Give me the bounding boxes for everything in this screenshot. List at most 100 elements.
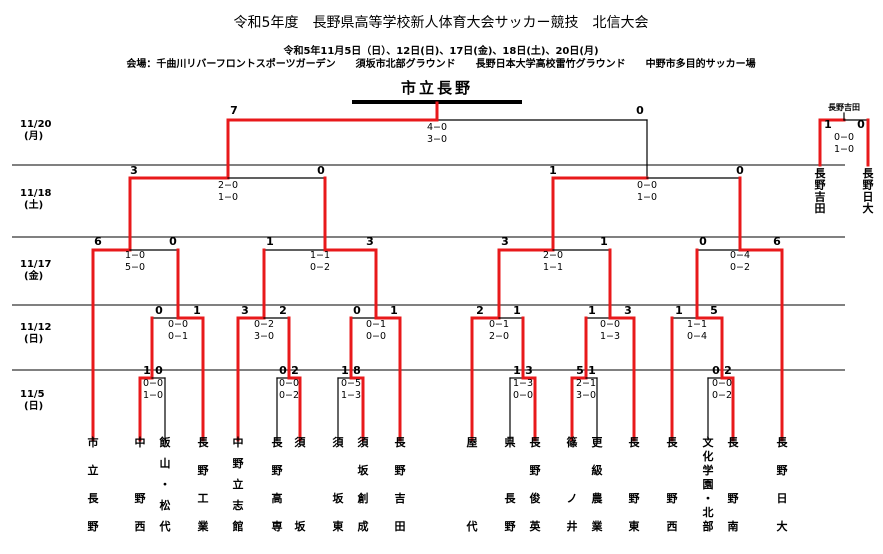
team-name: 屋代 xyxy=(466,436,478,533)
team-name-char: 長 xyxy=(395,436,407,449)
team-name-char: 野 xyxy=(198,464,209,477)
team-name-char: 専 xyxy=(272,519,283,533)
team-name-char: 成 xyxy=(358,519,369,533)
scores: 7 0 4−0 3−0 3 0 2−0 1−0 1 0 0−0 1−0 6 0 … xyxy=(94,104,781,401)
score-r1-4-a: 1 xyxy=(513,364,521,377)
team-name-char: 屋 xyxy=(467,436,478,449)
team-name-char: 英 xyxy=(529,519,542,533)
round-day: (日) xyxy=(24,400,43,412)
score-r1-4-half1: 1−3 xyxy=(513,378,533,389)
team-name-char: 西 xyxy=(667,520,678,533)
team-name-char: 俊 xyxy=(530,491,541,505)
team-name-char: 松 xyxy=(160,498,171,512)
team-name: 市立長野 xyxy=(88,435,100,533)
team-name-char: 野 xyxy=(667,492,678,505)
champion-name: 市立長野 xyxy=(401,79,473,97)
team-name-char: 田 xyxy=(815,202,826,215)
round-day: (日) xyxy=(24,333,43,345)
team-name: 篠ノ井 xyxy=(567,435,578,533)
team-name-char: 化 xyxy=(703,449,714,463)
score-sf-right-half1: 0−0 xyxy=(637,180,657,191)
round-day: (月) xyxy=(24,130,43,142)
score-r2-3-a: 0 xyxy=(353,304,361,317)
inset-half2: 1−0 xyxy=(834,144,854,155)
team-name-char: 業 xyxy=(197,519,210,533)
team-name-char: 野 xyxy=(863,179,874,192)
round-labels: 11/20 (月) 11/18 (土) 11/17 (金) 11/12 (日) … xyxy=(20,119,52,412)
team-name-char: 学 xyxy=(703,463,714,477)
score-r2-6-b: 5 xyxy=(710,304,718,317)
score-qf2-half2: 0−2 xyxy=(310,262,330,273)
score-final-half1: 4−0 xyxy=(427,122,447,133)
round-date: 11/5 xyxy=(20,389,45,400)
score-r1-1-half1: 0−0 xyxy=(143,378,163,389)
team-name-char: ノ xyxy=(567,492,578,505)
team-name-char: 野 xyxy=(233,457,244,470)
team-name-char: 北 xyxy=(703,505,714,519)
score-r2-1-b: 1 xyxy=(193,304,201,317)
score-r2-4-half2: 2−0 xyxy=(489,331,509,342)
score-sf-left-a: 3 xyxy=(130,164,138,177)
score-r1-5-b: 1 xyxy=(588,364,596,377)
round-date: 11/20 xyxy=(20,119,52,130)
team-name-char: 野 xyxy=(815,179,826,192)
score-sf-left-half2: 1−0 xyxy=(218,192,238,203)
score-qf4-half2: 0−2 xyxy=(730,262,750,273)
score-r1-1-b: 0 xyxy=(155,364,163,377)
team-name: 中野西 xyxy=(135,435,146,533)
team-name-char: 長 xyxy=(863,167,875,180)
team-name-char: 田 xyxy=(395,520,406,533)
team-name-char: 井 xyxy=(567,519,578,533)
team-name-char: 長 xyxy=(88,492,100,505)
team-name-char: 須 xyxy=(357,435,370,449)
inset-half1: 0−0 xyxy=(834,132,854,143)
score-qf1-half1: 1−0 xyxy=(125,250,145,261)
team-names: 市立長野中野西飯山・松代長野工業中野立志館長野高専須坂須坂東須坂創成長野吉田屋代… xyxy=(88,435,789,533)
score-r2-6-half1: 1−1 xyxy=(687,319,707,330)
team-name: 長野吉田 xyxy=(395,436,407,533)
round-separators xyxy=(12,164,845,371)
inset-title: 長野吉田 xyxy=(828,102,860,112)
round-date: 11/17 xyxy=(20,259,52,270)
score-r1-4-half2: 0−0 xyxy=(513,390,533,401)
score-r2-6-half2: 0−4 xyxy=(687,331,707,342)
score-sf-right-a: 1 xyxy=(549,164,557,177)
score-r1-2-b: 2 xyxy=(291,364,299,377)
score-r2-1-half2: 0−1 xyxy=(168,331,188,342)
score-qf4-a: 0 xyxy=(699,235,707,248)
team-name: 長野南 xyxy=(728,436,740,533)
team-name-char: 長 xyxy=(777,436,789,449)
score-r2-3-half1: 0−1 xyxy=(366,319,386,330)
score-r1-6-b: 2 xyxy=(724,364,732,377)
dates-line: 令和5年11月5日（日）、12日(日)、17日(金)、18日(土)、20日(月) xyxy=(282,44,598,57)
team-name: 県長野 xyxy=(505,436,517,533)
score-r2-5-b: 3 xyxy=(624,304,632,317)
score-final-left: 7 xyxy=(230,104,238,117)
score-r1-6-half1: 0−0 xyxy=(712,378,732,389)
team-name-char: 文 xyxy=(703,435,715,449)
team-name-char: 坂 xyxy=(295,519,307,533)
team-name-char: 吉 xyxy=(395,491,406,505)
inset-score-right: 0 xyxy=(857,118,865,131)
team-name-char: 野 xyxy=(629,492,640,505)
page-title: 令和5年度 長野県高等学校新人体育大会サッカー競技 北信大会 xyxy=(234,14,649,31)
team-name-char: 長 xyxy=(272,436,284,449)
score-r1-6-half2: 0−2 xyxy=(712,390,732,401)
team-name-char: 大 xyxy=(863,201,874,215)
team-name-char: 更 xyxy=(592,436,604,449)
score-r2-1-a: 0 xyxy=(155,304,163,317)
score-qf4-b: 6 xyxy=(773,235,781,248)
score-final-right: 0 xyxy=(636,104,644,117)
team-name-char: 坂 xyxy=(358,463,370,477)
team-name: 長野西 xyxy=(667,436,679,533)
team-name-char: 立 xyxy=(88,463,99,477)
team-name-char: 創 xyxy=(357,491,369,505)
